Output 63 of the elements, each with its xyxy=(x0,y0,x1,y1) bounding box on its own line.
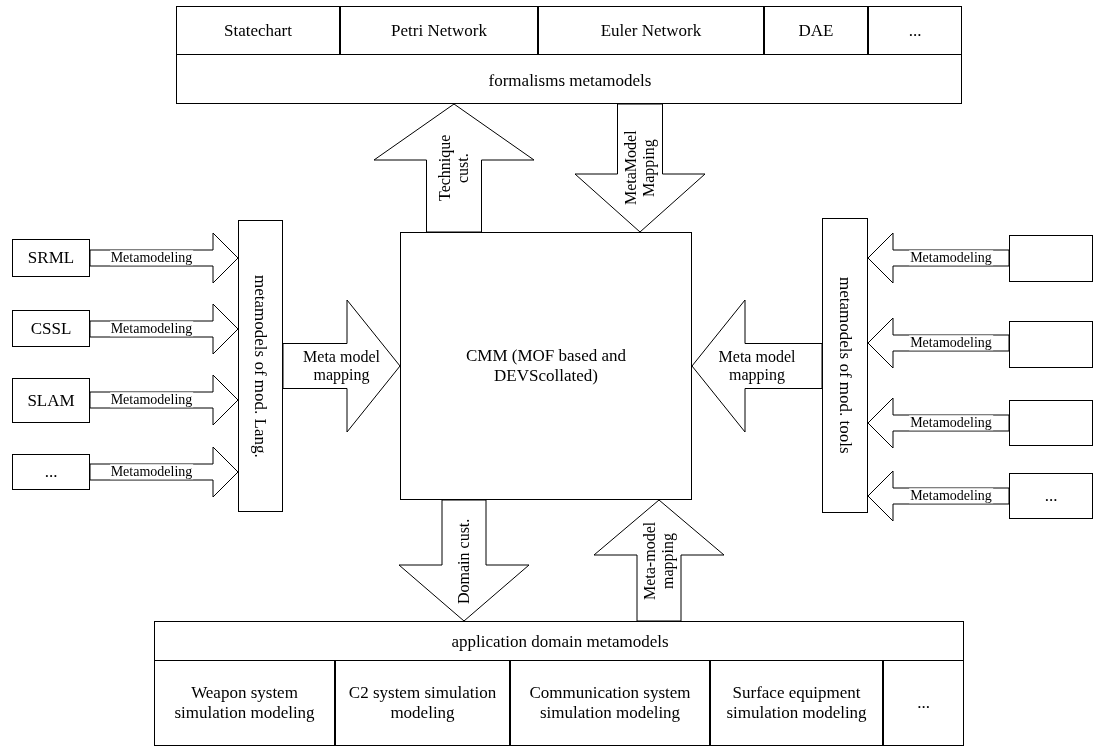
node-label: Statechart xyxy=(223,19,293,42)
core-model-box xyxy=(400,232,692,500)
block-arrow xyxy=(282,299,401,433)
edge-label: Meta model mapping xyxy=(302,348,381,384)
node-label: ... xyxy=(43,461,59,484)
node-label: ... xyxy=(916,692,931,715)
vertical-box xyxy=(238,220,283,512)
edge-label: Meta model mapping xyxy=(717,348,797,384)
process-box xyxy=(1009,473,1093,519)
block-arrow xyxy=(574,103,706,233)
edge-label: Metamodeling xyxy=(909,335,993,351)
edge-label: Metamodeling xyxy=(109,250,194,266)
node-label: CMM (MOF based and DEVScollated) xyxy=(464,345,628,387)
table-cell xyxy=(176,6,340,55)
edge-label: Technique cust. xyxy=(436,133,472,204)
node-label: SLAM xyxy=(26,389,76,412)
node-label: formalisms metamodels xyxy=(487,69,653,92)
node-label: ... xyxy=(907,19,923,42)
process-box xyxy=(1009,400,1093,446)
table-cell xyxy=(764,6,868,55)
node-label: Weapon system simulation modeling xyxy=(173,682,316,724)
table-cell xyxy=(883,660,964,746)
table-cell xyxy=(154,660,335,746)
block-arrow xyxy=(398,499,530,622)
node-label: CSSL xyxy=(29,317,73,340)
process-box xyxy=(12,310,90,347)
edge-label: Metamodeling xyxy=(109,321,194,337)
node-label: Communication system simulation modeling xyxy=(528,682,692,724)
metamodel-panel xyxy=(176,6,962,104)
node-label: ... xyxy=(1043,485,1059,508)
node-label: C2 system simulation modeling xyxy=(347,682,498,724)
table-cell xyxy=(538,6,764,55)
table-cell xyxy=(340,6,538,55)
node-label: application domain metamodels xyxy=(450,630,670,653)
node-label: metamodels of mod. tools xyxy=(834,276,856,456)
process-box xyxy=(12,454,90,490)
edge-label: MetaModel Mapping xyxy=(622,129,658,208)
metamodel-panel xyxy=(154,621,964,746)
node-label: Surface equipment simulation modeling xyxy=(725,682,868,724)
edge-label: Metamodeling xyxy=(909,488,993,504)
edge-label: Metamodeling xyxy=(909,250,993,266)
edge-label: Metamodeling xyxy=(109,464,194,480)
edge-label: Domain cust. xyxy=(455,516,473,606)
edge-label: Meta-model mapping xyxy=(641,520,677,602)
node-label: Petri Network xyxy=(390,19,488,42)
process-box xyxy=(1009,235,1093,282)
block-arrow xyxy=(373,103,535,233)
table-cell xyxy=(335,660,510,746)
vertical-box xyxy=(822,218,868,513)
node-label: Euler Network xyxy=(599,19,703,42)
block-arrow xyxy=(691,299,823,433)
table-cell xyxy=(710,660,883,746)
edge-label: Metamodeling xyxy=(109,392,194,408)
node-label: SRML xyxy=(26,247,76,270)
block-arrow xyxy=(593,499,725,622)
process-box xyxy=(1009,321,1093,368)
node-label: DAE xyxy=(797,19,835,42)
process-box xyxy=(12,239,90,277)
process-box xyxy=(12,378,90,423)
table-cell xyxy=(510,660,710,746)
table-cell xyxy=(868,6,962,55)
edge-label: Metamodeling xyxy=(909,415,993,431)
node-label: metamodels of mod. Lang. xyxy=(250,273,272,460)
